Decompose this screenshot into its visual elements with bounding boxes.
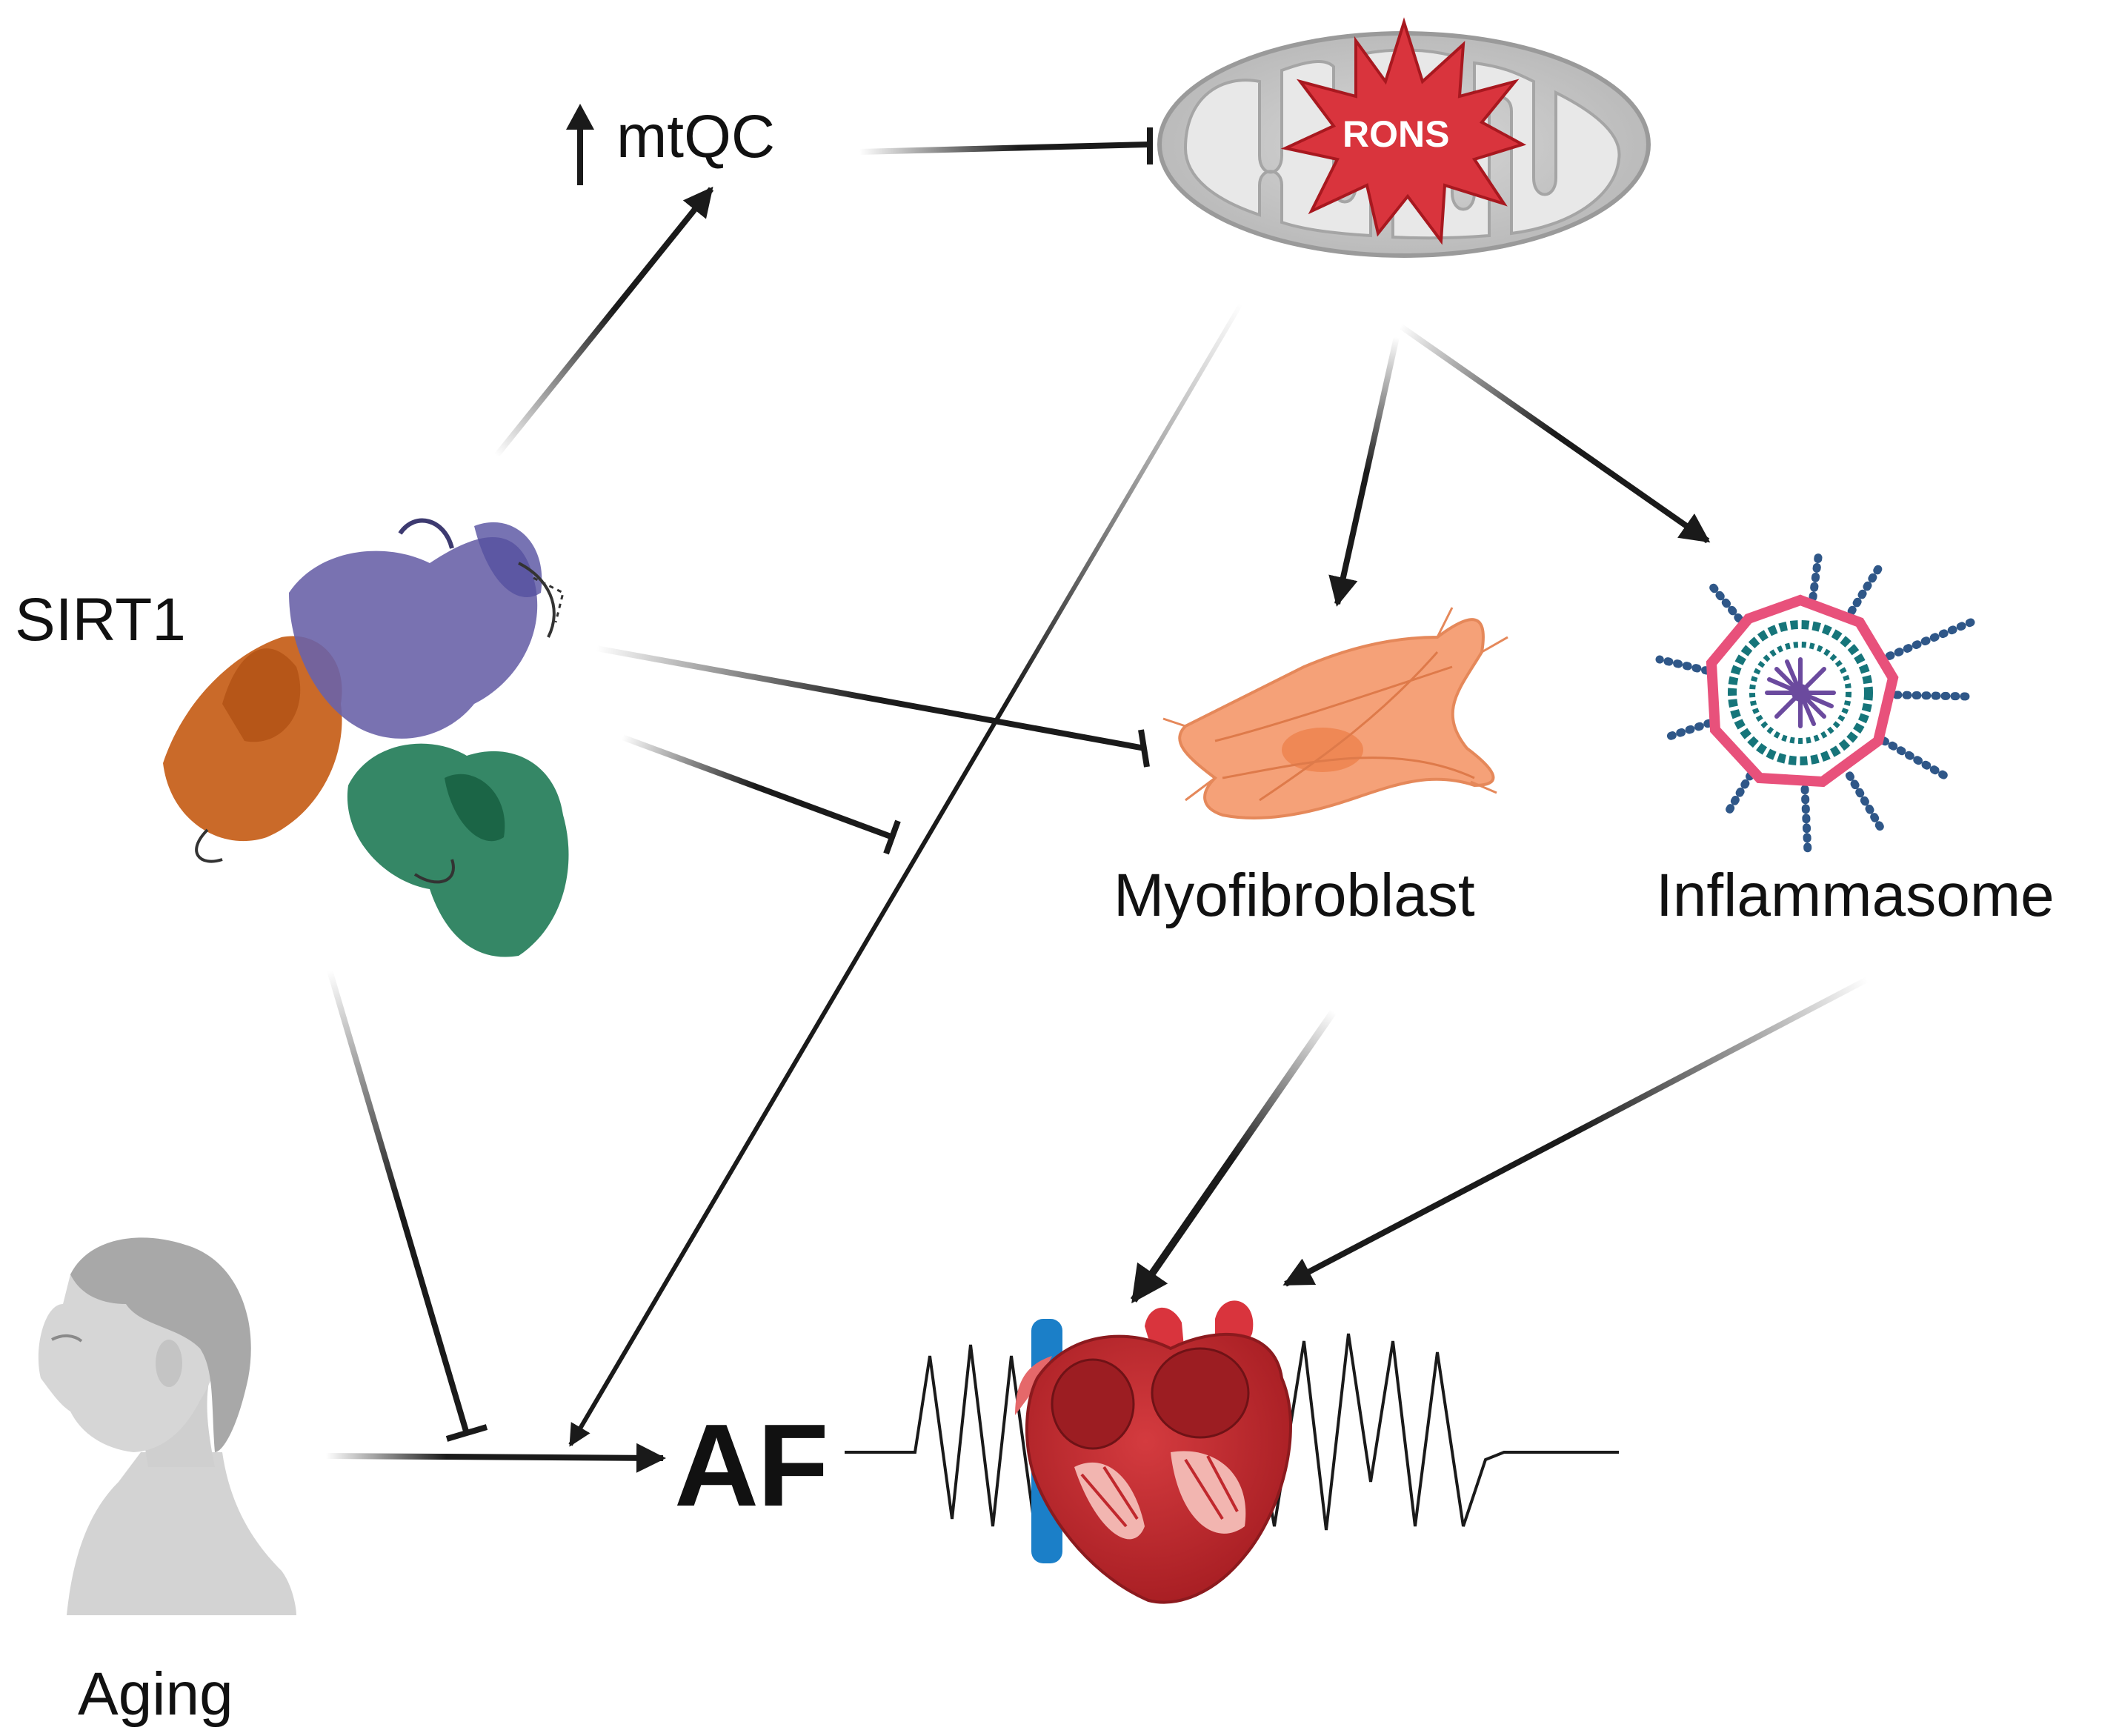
- arrow-sirt1-to-mtqc: [493, 186, 714, 458]
- rons-label: RONS: [1343, 113, 1450, 155]
- connectors: [325, 127, 1869, 1473]
- aged-person-icon: [38, 1237, 296, 1615]
- myofibroblast-label: Myofibroblast: [1114, 862, 1475, 929]
- myofibroblast-cell-icon: [1162, 607, 1508, 819]
- inhibition-sirt1-to-myofibroblast: [596, 645, 1150, 768]
- inflammasome-icon: [1655, 548, 1975, 857]
- mtqc-label: mtQC: [616, 103, 776, 170]
- arrow-myofibroblast-to-heart: [1130, 1009, 1337, 1304]
- sirt1-protein-icon: [163, 518, 569, 957]
- inhibition-sirt1-to-mitochondrion-af-path: [621, 734, 901, 855]
- aging-label: Aging: [78, 1660, 233, 1728]
- inhibition-sirt1-to-aging-af: [327, 969, 488, 1442]
- arrow-mitochondrion-to-af: [568, 302, 1243, 1447]
- arrow-mitochondrion-to-myofibroblast: [1328, 336, 1400, 607]
- up-arrow-icon: [566, 104, 594, 185]
- arrow-mitochondrion-to-inflammasome: [1398, 323, 1711, 544]
- arrow-inflammasome-to-heart: [1282, 977, 1869, 1287]
- af-label: AF: [674, 1400, 829, 1531]
- sirt1-label: SIRT1: [15, 586, 186, 654]
- heart-icon: [1015, 1300, 1292, 1604]
- arrow-aging-to-af: [325, 1443, 666, 1473]
- inflammasome-label: Inflammasome: [1656, 862, 2055, 929]
- inhibition-mtqc-to-mitochondrion: [859, 127, 1153, 164]
- rons-burst-icon: [1280, 17, 1527, 245]
